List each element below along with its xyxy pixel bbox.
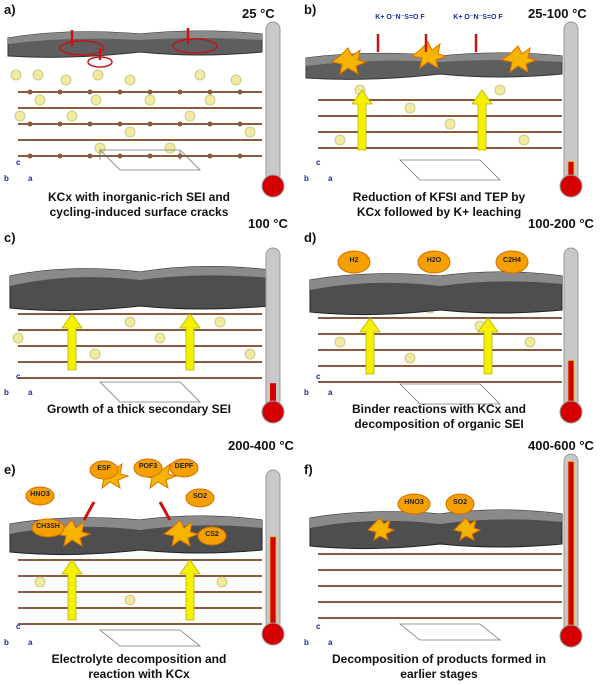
thermometer	[559, 21, 583, 198]
kfsi-molecule: K+ O⁻N⁻S=O F	[375, 14, 425, 21]
unit-cell	[99, 149, 201, 171]
caption-line-1: Decomposition of products formed in	[331, 652, 546, 666]
thermometer	[261, 247, 285, 424]
temperature-label: 200-400 °C	[228, 438, 294, 453]
gas-bubble-bursts	[337, 250, 529, 274]
gas-label-hno3: HNO3	[30, 491, 50, 498]
thermometer-mercury	[270, 383, 276, 406]
reaction-bursts	[367, 517, 482, 542]
panel-label: b)	[304, 2, 317, 17]
unit-cell	[398, 623, 502, 641]
gas-label-ch3sh: CH3SH	[36, 523, 60, 530]
gas-label-pof3: POF3	[138, 463, 158, 470]
gas-label-esf: ESF	[97, 465, 111, 472]
axis-indicator: c b a	[4, 372, 33, 397]
thermometer-mercury	[269, 536, 277, 629]
thermometer	[261, 469, 285, 646]
panel-label: f)	[304, 462, 313, 477]
caption-line-1: Growth of a thick secondary SEI	[46, 402, 232, 416]
axis-indicator: c b a	[304, 622, 333, 647]
graphite-atoms	[27, 89, 243, 159]
caption-line-1: KCx with inorganic-rich SEI and	[47, 190, 231, 204]
thermometer-mercury	[567, 359, 575, 407]
gas-label-so2: SO2	[192, 493, 207, 500]
caption-line-2: decomposition of organic SEI	[354, 417, 524, 431]
panel-label: e)	[4, 462, 16, 477]
temperature-label: 100 °C	[248, 216, 288, 231]
leaching-arrows	[351, 89, 493, 151]
crack-arrows	[70, 28, 190, 60]
reaction-bursts	[330, 41, 538, 76]
caption-line-1: Binder reactions with KCx and	[351, 402, 527, 416]
panel-c: c) 100 °C c b a Growth of a thick second…	[0, 216, 298, 450]
thermometer	[559, 247, 583, 424]
scene-illustration	[309, 247, 583, 424]
panel-caption: KCx with inorganic-rich SEI and cycling-…	[24, 190, 254, 220]
reaction-bursts	[54, 461, 200, 548]
graphite-layers	[18, 91, 262, 157]
panel-f: f) 400-600 °C HNO3 SO2 c b a Decompositi…	[300, 438, 598, 685]
panel-d: d) 100-200 °C H2 H2O C2H4 c b a Binder r	[300, 216, 598, 450]
panel-caption: Growth of a thick secondary SEI	[24, 402, 254, 417]
panel-a: a) 25 °C	[0, 0, 298, 228]
gas-label-cs2: CS2	[205, 531, 219, 538]
temperature-label: 400-600 °C	[528, 438, 594, 453]
panel-caption: Decomposition of products formed in earl…	[314, 652, 564, 682]
axis-indicator: c b a	[4, 158, 33, 183]
thermometer	[261, 21, 285, 198]
reaction-arrows	[82, 501, 172, 521]
kfsi-molecule: K+ O⁻N⁻S=O F	[453, 14, 503, 21]
axis-indicator: c b a	[304, 158, 333, 183]
panel-label: d)	[304, 230, 317, 245]
temperature-label: 100-200 °C	[528, 216, 594, 231]
temperature-label: 25 °C	[242, 6, 275, 21]
gas-label-h2o: H2O	[426, 257, 442, 264]
thermometer	[559, 453, 583, 648]
unit-cell	[98, 629, 202, 647]
unit-cell	[399, 383, 501, 405]
gas-bubble-bursts	[397, 493, 475, 515]
unit-cell	[399, 159, 501, 181]
panel-caption: Reduction of KFSI and TEP by KCx followe…	[324, 190, 554, 220]
caption-line-2: cycling-induced surface cracks	[49, 205, 229, 219]
panel-label: a)	[4, 2, 16, 17]
panel-b: b) 25-100 °C K+ O⁻N⁻S=O F K+ O⁻N⁻S=O	[300, 0, 598, 228]
caption-line-2: earlier stages	[400, 667, 478, 681]
scene-illustration	[309, 453, 583, 648]
gas-label-hno3: HNO3	[404, 499, 424, 506]
panel-caption: Electrolyte decomposition and reaction w…	[24, 652, 254, 682]
growth-arrows	[61, 313, 201, 371]
gas-label-so2: SO2	[452, 499, 467, 506]
caption-line-1: Reduction of KFSI and TEP by	[352, 190, 526, 204]
axis-indicator: c b a	[4, 622, 33, 647]
electron-arrows	[376, 34, 478, 52]
caption-line-2: reaction with KCx	[88, 667, 190, 681]
scene-illustration	[305, 21, 583, 198]
potassium-atoms	[10, 69, 256, 154]
axis-indicator: c b a	[304, 372, 333, 397]
scene-illustration	[7, 21, 285, 198]
gas-label-depf: DEPF	[174, 463, 194, 470]
gas-label-h2: H2	[349, 257, 359, 264]
thermometer-mercury	[567, 461, 575, 631]
scene-illustration	[9, 247, 285, 424]
gas-label-c2h4: C2H4	[503, 257, 521, 264]
scene-illustration	[9, 458, 285, 647]
unit-cell	[99, 381, 201, 403]
gas-bubble-bursts	[25, 458, 227, 546]
caption-line-1: Electrolyte decomposition and	[51, 652, 227, 666]
panel-caption: Binder reactions with KCx and decomposit…	[324, 402, 554, 432]
panel-label: c)	[4, 230, 16, 245]
temperature-label: 25-100 °C	[528, 6, 587, 21]
caption-line-2: KCx followed by K+ leaching	[356, 205, 522, 219]
panel-e: e) 200-400 °C	[0, 438, 298, 685]
